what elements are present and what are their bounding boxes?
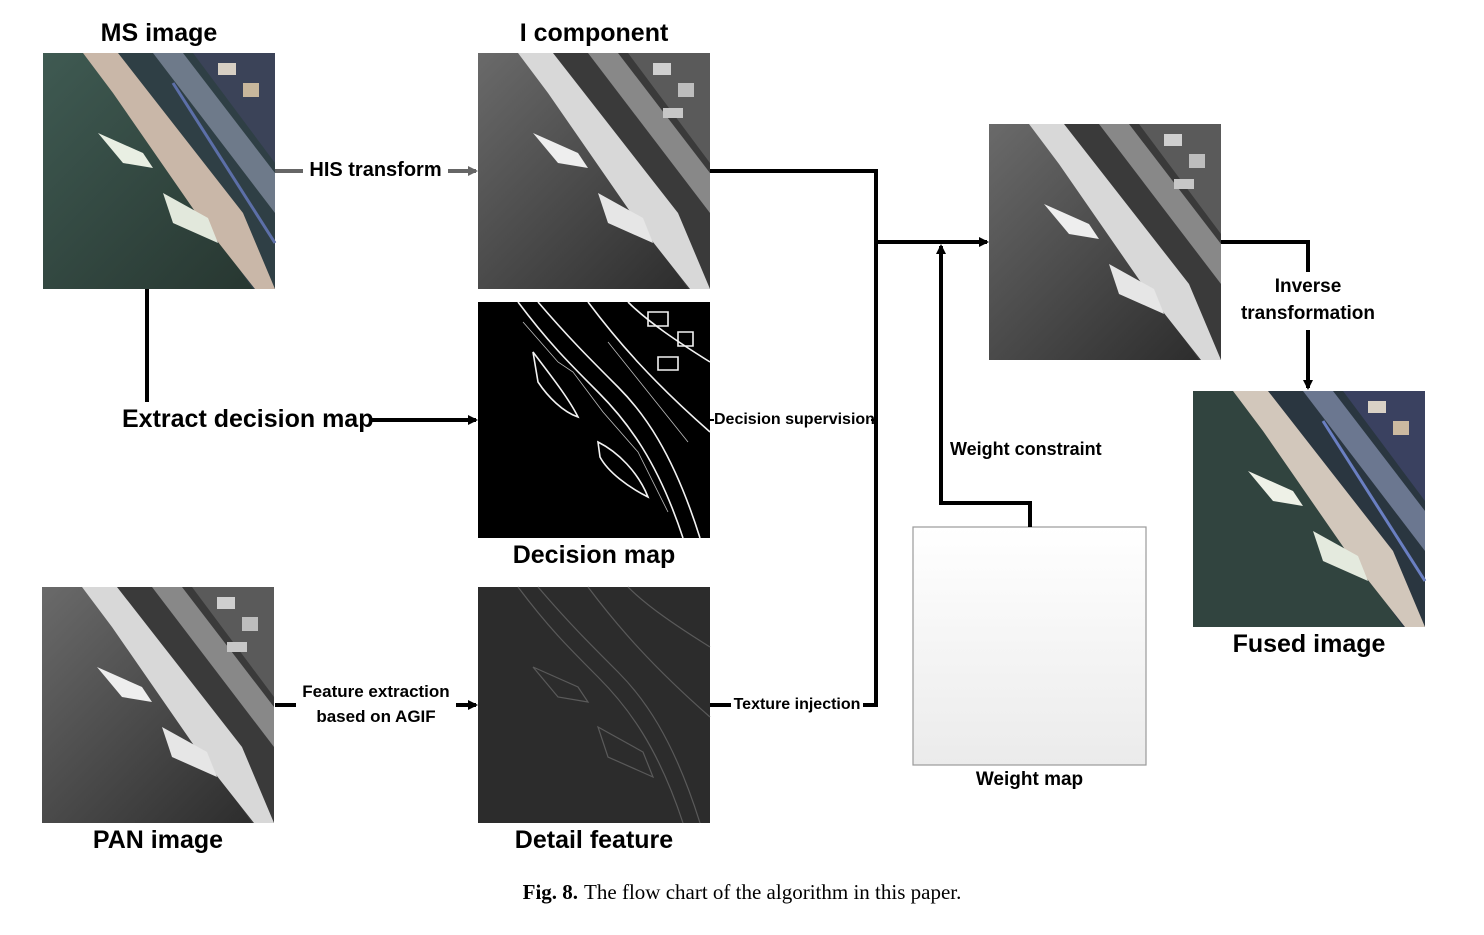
texture-injection-line-right [863,242,878,707]
caption-text: The flow chart of the algorithm in this … [584,880,962,904]
inverse-label-line1: Inverse [1274,276,1342,297]
inverse-label-line2: transformation [1240,303,1376,324]
i-component-to-bus [710,169,878,242]
pan-image-label: PAN image [92,826,224,854]
intermediate-image-tile [989,124,1221,360]
feature-extraction-label-line1: Feature extraction [302,682,450,701]
extract-decision-map-label: Extract decision map [122,405,374,433]
ms-image-label: MS image [100,19,218,47]
detail-feature-label: Detail feature [514,826,674,854]
decision-supervision-label: Decision supervision [714,411,875,428]
weight-map-label: Weight map [975,769,1084,790]
weight-constraint-arrow [936,244,1032,527]
weight-constraint-label: Weight constraint [950,439,1102,459]
detail-feature-tile [478,586,711,824]
his-transform-label: HIS transform [309,159,442,181]
decision-map-label: Decision map [512,541,676,569]
figure-caption: Fig. 8.The flow chart of the algorithm i… [0,880,1484,905]
pan-image-tile [42,587,274,823]
fused-image-tile [1193,391,1427,627]
texture-injection-label: Texture injection [733,696,861,713]
feature-extraction-label-line2: based on AGIF [316,707,436,726]
i-component-label: I component [519,19,669,47]
caption-label: Fig. 8. [522,880,579,904]
fused-image-label: Fused image [1232,630,1386,658]
decision-map-tile [478,301,711,539]
to-inverse-line [1221,240,1310,272]
ms-image-tile [43,53,277,289]
i-component-tile [478,53,710,289]
weight-map-box [912,526,1147,766]
